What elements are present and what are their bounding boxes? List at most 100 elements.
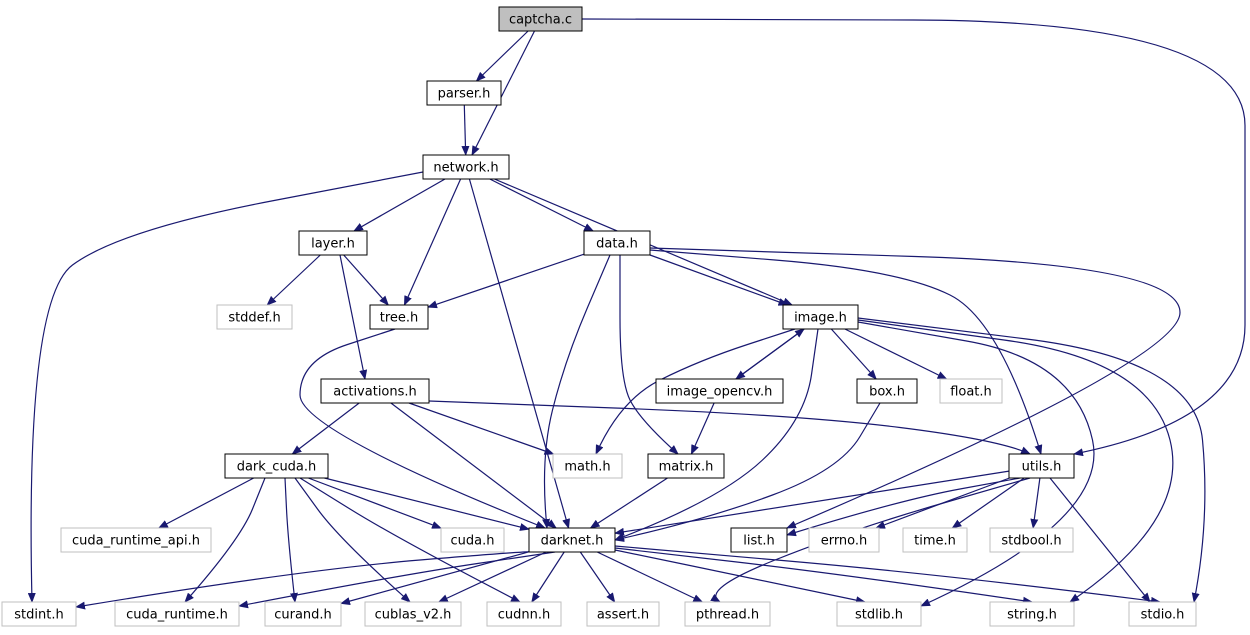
node-box[interactable]: box.h	[856, 378, 918, 404]
edge-utils-to-list	[786, 477, 1021, 537]
edge-data-to-tree	[427, 253, 585, 309]
node-box	[422, 154, 510, 180]
node-box	[684, 601, 771, 627]
edge-darknet-to-assert	[579, 551, 616, 603]
edge-image-to-stdio	[857, 317, 1206, 603]
node-label: cuda.h	[451, 534, 495, 549]
edge-tree-to-darknet	[299, 328, 546, 529]
node-captcha[interactable]: captcha.c	[498, 6, 583, 32]
node-label: math.h	[564, 460, 610, 475]
edge-darknet-to-cudnn	[531, 551, 565, 603]
node-cuda-runtime-api: cuda_runtime_api.h	[60, 527, 212, 553]
node-label: tree.h	[380, 311, 419, 326]
node-box	[426, 80, 502, 106]
node-box	[836, 601, 922, 627]
node-matrix[interactable]: matrix.h	[647, 453, 725, 479]
edge-image-to-darknet	[614, 328, 819, 541]
node-label: stdio.h	[1141, 608, 1185, 623]
edge-darknet-to-cublas_v2	[437, 551, 547, 603]
node-layer[interactable]: layer.h	[298, 230, 368, 256]
node-stdbool: stdbool.h	[989, 527, 1074, 553]
node-parser[interactable]: parser.h	[426, 80, 502, 106]
node-label: stdint.h	[14, 608, 63, 623]
edge-darknet-to-cuda_runtime	[238, 551, 556, 609]
node-cudnn: cudnn.h	[486, 601, 562, 627]
node-label: errno.h	[821, 534, 868, 549]
node-box	[364, 601, 462, 627]
edge-activations-to-dark_cuda	[291, 402, 360, 455]
node-stddef: stddef.h	[216, 304, 293, 330]
node-image-opencv[interactable]: image_opencv.h	[655, 378, 784, 404]
node-list[interactable]: list.h	[730, 527, 788, 553]
node-utils[interactable]: utils.h	[1008, 453, 1075, 479]
node-label: box.h	[869, 385, 905, 400]
node-box	[369, 304, 429, 330]
edge-dark_cuda-to-cuda	[308, 477, 442, 529]
node-label: layer.h	[311, 237, 355, 252]
edge-layer-to-stddef	[266, 254, 321, 306]
node-label: curand.h	[274, 608, 332, 623]
node-tree[interactable]: tree.h	[369, 304, 429, 330]
node-label: stdlib.h	[855, 608, 903, 623]
edge-dark_cuda-to-curand	[284, 477, 298, 603]
node-label: utils.h	[1022, 460, 1062, 475]
node-assert: assert.h	[586, 601, 660, 627]
node-label: string.h	[1007, 608, 1057, 623]
node-label: cuda_runtime.h	[126, 608, 228, 623]
node-data[interactable]: data.h	[583, 230, 651, 256]
node-box	[989, 527, 1074, 553]
node-time: time.h	[902, 527, 968, 553]
edge-network-to-tree	[403, 178, 462, 306]
edge-darknet-to-string	[614, 547, 1033, 605]
edge-utils-to-darknet	[614, 470, 1010, 536]
node-label: matrix.h	[659, 460, 714, 475]
node-label: cublas_v2.h	[375, 608, 452, 623]
node-network[interactable]: network.h	[422, 154, 510, 180]
node-label: activations.h	[333, 385, 417, 400]
node-box	[902, 527, 968, 553]
edge-network-to-darknet	[468, 178, 570, 529]
node-box	[264, 601, 342, 627]
node-stdio: stdio.h	[1128, 601, 1197, 627]
node-image[interactable]: image.h	[782, 304, 859, 330]
node-label: parser.h	[438, 87, 491, 102]
edge-data-to-image	[649, 254, 789, 306]
edge-image-to-string	[857, 319, 1174, 603]
node-box	[298, 230, 368, 256]
edge-captcha-to-utils	[581, 18, 1246, 457]
edge-dark_cuda-to-cuda_runtime	[184, 477, 266, 603]
node-label: dark_cuda.h	[237, 460, 317, 475]
edge-layer-to-tree	[343, 254, 389, 306]
node-box	[856, 378, 918, 404]
node-box	[528, 527, 616, 553]
node-pthread: pthread.h	[684, 601, 771, 627]
node-label: image_opencv.h	[667, 385, 773, 400]
node-errno: errno.h	[808, 527, 880, 553]
edge-data-to-darknet	[542, 254, 611, 529]
node-label: time.h	[914, 534, 956, 549]
edge-activations-to-darknet	[390, 402, 557, 529]
node-label: stddef.h	[228, 311, 280, 326]
edge-data-to-utils	[649, 249, 1043, 455]
node-box	[647, 453, 725, 479]
node-activations[interactable]: activations.h	[320, 378, 430, 404]
edge-image-to-float	[844, 328, 948, 380]
edge-network-to-layer	[353, 178, 446, 232]
edge-dark_cuda-to-cudnn	[299, 477, 521, 603]
node-stdint: stdint.h	[1, 601, 77, 627]
node-label: image.h	[794, 311, 847, 326]
edge-image-to-math	[595, 328, 796, 455]
node-box	[486, 601, 562, 627]
edge-activations-to-math	[408, 402, 555, 455]
node-cuda-runtime: cuda_runtime.h	[114, 601, 240, 627]
node-dark-cuda[interactable]: dark_cuda.h	[224, 453, 329, 479]
node-label: network.h	[433, 161, 498, 176]
node-box	[498, 6, 583, 32]
edge-network-to-data	[489, 178, 595, 232]
node-label: float.h	[950, 385, 992, 400]
node-box	[224, 453, 329, 479]
node-darknet[interactable]: darknet.h	[528, 527, 616, 553]
node-box	[1128, 601, 1197, 627]
edge-darknet-to-stdint	[75, 551, 535, 610]
